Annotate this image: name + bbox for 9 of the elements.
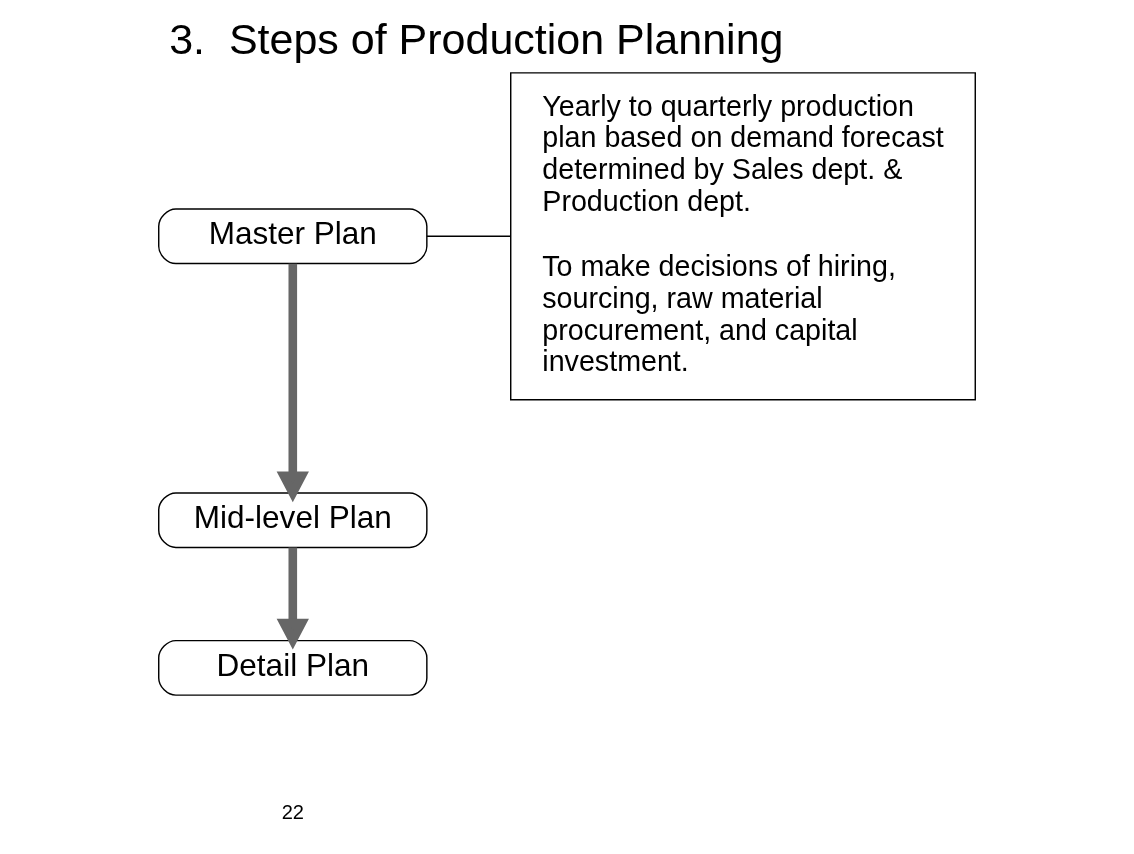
label: 22	[281, 801, 304, 824]
node-box: Yearly to quarterly production plan based on demand forecast determined by Sales dept. & Production dept. To make decisions of hiring, sourcing, raw material procurement, and capital investment.	[510, 72, 976, 401]
diagram-title: 3. Steps of Production Planning	[169, 15, 784, 64]
arrow	[276, 263, 309, 503]
node-box: Master Plan	[158, 208, 428, 265]
arrow	[276, 547, 309, 650]
node-box: Detail Plan	[158, 639, 428, 696]
connector	[426, 235, 511, 238]
node-box: Mid-level Plan	[158, 492, 428, 549]
